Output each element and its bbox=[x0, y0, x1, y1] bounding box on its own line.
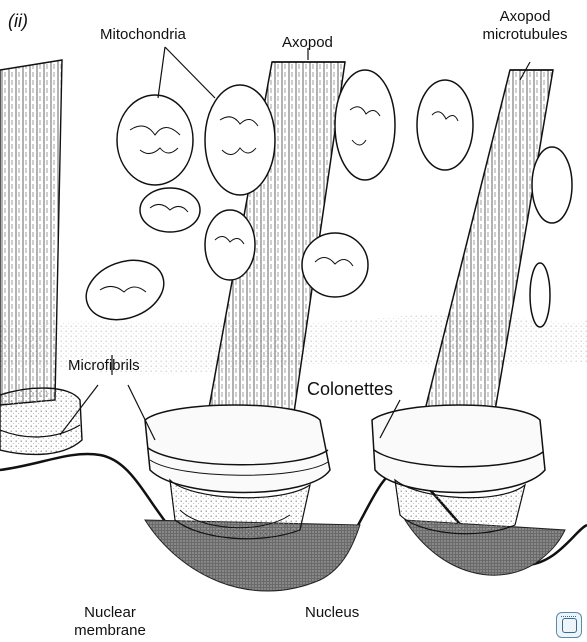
label-colonettes: Colonettes bbox=[307, 380, 393, 398]
mitochondrion bbox=[302, 233, 368, 297]
label-axopod-microtubules: Axopod microtubules bbox=[470, 8, 580, 44]
mitochondrion bbox=[205, 210, 255, 280]
label-axopod-microtubules-line2: microtubules bbox=[470, 26, 580, 44]
mitochondrion bbox=[205, 85, 275, 195]
label-axopod: Axopod bbox=[282, 34, 333, 52]
panel-label: (ii) bbox=[8, 12, 28, 30]
label-microfibrils: Microfibrils bbox=[68, 357, 140, 375]
label-nucleus: Nucleus bbox=[305, 604, 359, 622]
label-axopod-microtubules-line1: Axopod bbox=[470, 8, 580, 26]
label-nuclear-membrane-line2: membrane bbox=[70, 622, 150, 640]
mitochondrion bbox=[117, 95, 193, 185]
label-nuclear-membrane-line1: Nuclear bbox=[70, 604, 150, 622]
mitochondrion bbox=[335, 70, 395, 180]
mitochondrion bbox=[78, 250, 172, 330]
axopod-left bbox=[0, 60, 82, 454]
mitochondrion bbox=[532, 147, 572, 223]
label-nuclear-membrane: Nuclear membrane bbox=[70, 604, 150, 640]
label-mitochondria: Mitochondria bbox=[100, 26, 186, 44]
mitochondrion bbox=[417, 80, 473, 170]
mitochondrion bbox=[530, 263, 550, 327]
corner-badge-icon bbox=[556, 612, 582, 638]
